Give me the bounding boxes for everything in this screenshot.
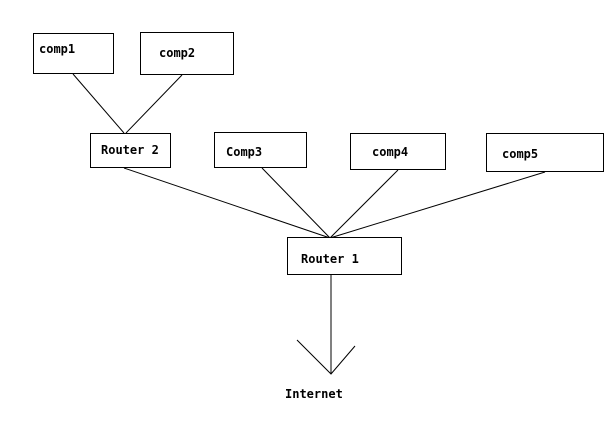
node-comp4: comp4 (350, 133, 446, 170)
link-comp5-router1 (329, 171, 546, 239)
link-comp3-router1 (261, 167, 331, 239)
node-label: comp1 (39, 42, 76, 56)
node-comp3: Comp3 (214, 132, 307, 168)
internet-label: Internet (285, 387, 343, 401)
node-label: Router 2 (101, 143, 159, 157)
node-comp2: comp2 (140, 32, 234, 75)
node-comp1: comp1 (33, 33, 114, 74)
internet-arrowhead (296, 339, 356, 375)
link-comp2-router2 (125, 74, 183, 134)
link-router2-router1 (123, 167, 331, 239)
node-router2: Router 2 (90, 133, 171, 168)
node-comp5: comp5 (486, 133, 604, 172)
node-label: Router 1 (301, 252, 359, 266)
node-label: Comp3 (226, 145, 263, 159)
node-router1: Router 1 (287, 237, 402, 275)
link-comp1-router2 (72, 73, 125, 134)
node-label: comp4 (372, 145, 409, 159)
node-label: comp5 (502, 147, 539, 161)
link-comp4-router1 (329, 169, 399, 239)
node-label: comp2 (159, 46, 196, 60)
